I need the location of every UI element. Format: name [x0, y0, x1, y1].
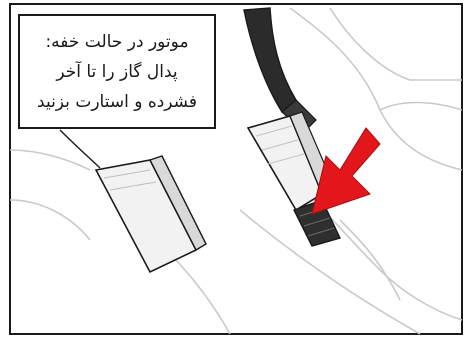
caption-line-3: فشرده و استارت بزنید: [20, 87, 214, 117]
caption-line-2: پدال گاز را تا آخر: [20, 57, 214, 87]
accelerator-shaft: [244, 8, 316, 132]
caption-line-1: موتور در حالت خفه:: [20, 27, 214, 57]
left-pedal: [60, 130, 206, 272]
caption-box: موتور در حالت خفه: پدال گاز را تا آخر فش…: [18, 14, 216, 129]
red-down-arrow-icon: [312, 128, 380, 214]
